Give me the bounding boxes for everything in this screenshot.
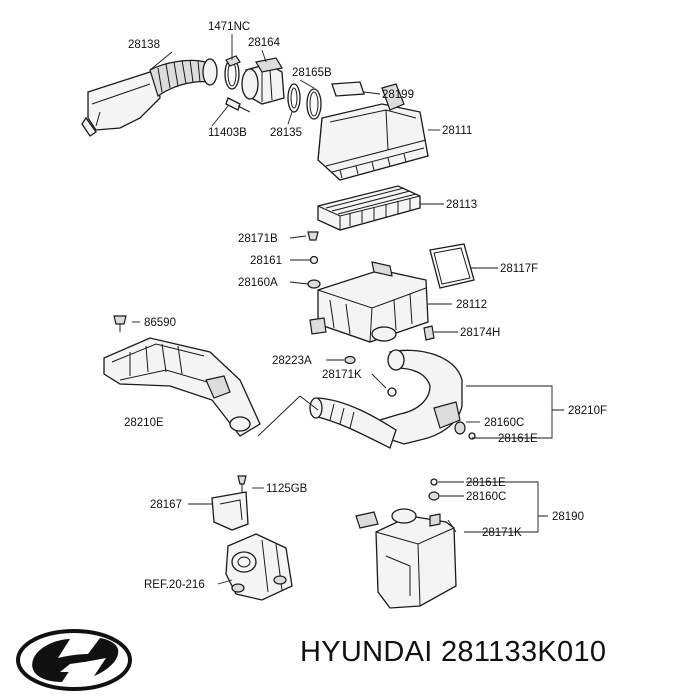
part-number-label: 28160C <box>484 417 524 429</box>
part-number-label: 28171K <box>322 369 362 381</box>
label-tag-part <box>331 81 365 97</box>
part-number-label: 28113 <box>446 199 477 211</box>
part-number-label: 86590 <box>144 317 176 329</box>
air-duct-28210e-part <box>103 337 261 437</box>
part-number-label: 28112 <box>456 299 487 311</box>
product-brand-and-part-number: HYUNDAI 281133K010 <box>300 636 607 668</box>
washer-28161e-part <box>468 432 476 440</box>
part-number-label: 1125GB <box>266 483 308 495</box>
part-number-label: 28167 <box>150 499 182 511</box>
clip-28174h-part <box>423 325 435 341</box>
air-cleaner-cover-part <box>317 83 429 181</box>
hose-clamp-part <box>224 55 241 90</box>
engine-mount-part <box>225 533 293 601</box>
air-intake-duct-part <box>81 58 218 137</box>
part-number-label: 28160C <box>466 491 506 503</box>
bracket-28167-part <box>211 475 249 531</box>
part-number-label: 28164 <box>248 37 281 49</box>
air-flow-sensor-part <box>241 57 285 105</box>
reference-label: REF.20-216 <box>144 579 205 591</box>
part-labels: 28138 1471NC 28164 28165B 28199 11403B 2… <box>124 21 607 591</box>
part-number-label: 1471NC <box>208 21 250 33</box>
part-number-label: 28138 <box>128 39 160 51</box>
screw-86590-part <box>113 315 127 332</box>
intake-hose-28210f-part <box>309 349 463 449</box>
rubber-ring-part <box>287 83 322 120</box>
part-number-label: 28161E <box>466 477 506 489</box>
part-number-label: 28161 <box>250 255 282 267</box>
part-number-label: 28160A <box>238 277 278 289</box>
air-cleaner-body-part <box>309 261 429 343</box>
part-number-label: 28210E <box>124 417 164 429</box>
hyundai-logo <box>14 628 134 692</box>
resonator-28190-part <box>355 478 457 609</box>
part-number-label: 28174H <box>460 327 500 339</box>
part-number-label: 28199 <box>382 89 414 101</box>
part-number-label: 28171B <box>238 233 278 245</box>
part-number-label: 28161E <box>498 433 538 445</box>
part-number-label: 11403B <box>208 127 247 139</box>
nut-28223a-part <box>344 355 356 365</box>
part-number-label: 28117F <box>500 263 538 275</box>
part-number-label: 28210F <box>568 405 607 417</box>
leader-lines <box>132 34 564 585</box>
grommet-28160c-part <box>454 421 466 435</box>
hyundai-logo-icon <box>16 629 132 691</box>
part-number-label: 28165B <box>292 67 332 79</box>
part-number-label: 28190 <box>552 511 584 523</box>
part-number-label: 28171K <box>482 527 522 539</box>
part-number-label: 28135 <box>270 127 302 139</box>
bolt-11403b-part <box>225 97 251 113</box>
air-filter-element-part <box>317 185 421 231</box>
part-number-label: 28223A <box>272 355 312 367</box>
part-number-label: 28111 <box>442 125 472 137</box>
